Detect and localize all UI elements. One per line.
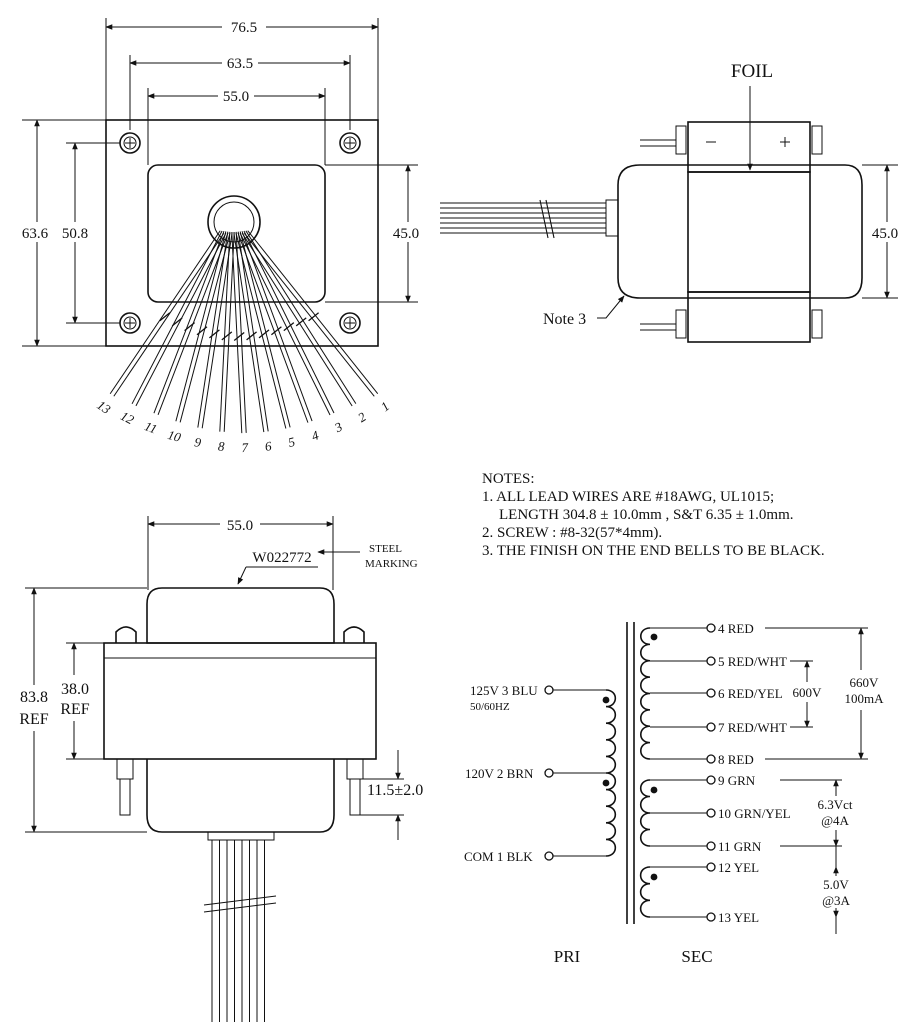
rating-600v: 600V: [793, 685, 823, 700]
lead-wire: [131, 230, 227, 407]
screw-hole-icon: [119, 312, 141, 334]
break-mark: [539, 199, 555, 239]
marking-code: W022772: [252, 550, 311, 566]
sec-tap-7: 7 RED/WHT: [718, 720, 787, 735]
rating-4a: @4A: [821, 813, 849, 828]
wire-number: 7: [241, 440, 249, 455]
notes-line3: 2. SCREW : #8-32(57*4mm).: [482, 525, 663, 541]
sec-tap-8: 8 RED: [718, 752, 754, 767]
front-view: 55.0 W022772 STEEL MARKING 83.8: [14, 515, 423, 1022]
wire-number: 2: [355, 409, 369, 425]
front-total-height-dim: 83.8: [20, 689, 48, 706]
wire-number: 9: [193, 434, 202, 450]
top-hole-height-dim: 50.8: [62, 226, 88, 242]
note3-callout: Note 3: [543, 311, 586, 328]
top-hole-spacing-dim: 63.5: [227, 56, 253, 72]
wire-number: 8: [218, 439, 226, 454]
screw-hole-icon: [339, 132, 361, 154]
notes-line4: 3. THE FINISH ON THE END BELLS TO BE BLA…: [482, 543, 825, 559]
screw-hole-icon: [339, 312, 361, 334]
lead-wire: [241, 230, 357, 407]
notes-line2: LENGTH 304.8 ± 10.0mm , S&T 6.35 ± 1.0mm…: [499, 507, 794, 523]
pri-tap-125: 125V 3 BLU: [470, 683, 538, 698]
steel-marking-line1: STEEL: [369, 543, 402, 555]
front-frame-height-ref: REF: [60, 701, 89, 718]
sec-tap-10: 10 GRN/YEL: [718, 806, 791, 821]
side-lead-wires: [440, 199, 606, 239]
sec-label: SEC: [681, 947, 712, 966]
notes-title: NOTES:: [482, 471, 535, 487]
lead-wire: [233, 231, 269, 433]
front-lead-wires: [203, 840, 277, 1022]
wire-number: 3: [331, 419, 345, 436]
lead-wire: [109, 230, 225, 397]
lead-wire: [219, 231, 235, 432]
lead-wire: [243, 230, 379, 397]
wire-number: 10: [166, 427, 183, 445]
wire-number: 4: [309, 427, 321, 443]
lead-wire: [237, 231, 313, 423]
sec-tap-6: 6 RED/YEL: [718, 686, 783, 701]
wire-number: 11: [142, 418, 159, 436]
sec-tap-5: 5 RED/WHT: [718, 654, 787, 669]
front-total-height-ref: REF: [19, 711, 48, 728]
lead-wire: [235, 231, 291, 429]
wire-number: 13: [94, 397, 114, 417]
sec-tap-13: 13 YEL: [718, 910, 759, 925]
break-mark: [203, 895, 277, 913]
pri-freq: 50/60HZ: [470, 701, 510, 713]
lead-wire: [239, 230, 335, 416]
top-height-dim: 63.6: [22, 226, 49, 242]
lead-wire: [175, 231, 231, 423]
sec-tap-4: 4 RED: [718, 621, 754, 636]
wire-number: 1: [378, 398, 392, 414]
foil-label: FOIL: [731, 61, 773, 82]
top-inner-dim: 55.0: [223, 89, 249, 105]
lead-wire: [197, 231, 233, 429]
side-height-dim: 45.0: [872, 226, 898, 242]
sec-tap-9: 9 GRN: [718, 773, 756, 788]
sec-tap-11: 11 GRN: [718, 839, 762, 854]
wire-number: 12: [118, 408, 137, 428]
rating-5v: 5.0V: [823, 877, 849, 892]
rating-3a: @3A: [822, 893, 850, 908]
lead-wire: [231, 231, 247, 434]
notes-block: NOTES: 1. ALL LEAD WIRES ARE #18AWG, UL1…: [482, 470, 882, 560]
pri-tap-com: COM 1 BLK: [464, 849, 533, 864]
steel-marking-line2: MARKING: [365, 558, 418, 570]
top-opening-dim: 45.0: [393, 226, 419, 242]
rating-6v3: 6.3Vct: [817, 797, 852, 812]
wire-number: 5: [287, 434, 297, 450]
front-stud-dim: 11.5±2.0: [367, 782, 423, 799]
front-width-dim: 55.0: [227, 518, 253, 534]
top-width-dim: 76.5: [231, 20, 257, 36]
front-frame-height-dim: 38.0: [61, 681, 89, 698]
schematic: 125V 3 BLU 50/60HZ 120V 2 BRN COM 1 BLK …: [464, 621, 886, 966]
lead-wire: [153, 231, 229, 415]
sec-taps: [650, 623, 716, 922]
sec-tap-12: 12 YEL: [718, 860, 759, 875]
screw-hole-icon: [119, 132, 141, 154]
notes-line1: 1. ALL LEAD WIRES ARE #18AWG, UL1015;: [482, 489, 775, 505]
pri-tap-120: 120V 2 BRN: [465, 766, 534, 781]
wire-number: 6: [264, 438, 273, 454]
side-view: FOIL Note 3 45.0: [440, 61, 902, 343]
rating-100ma: 100mA: [845, 691, 885, 706]
pri-label: PRI: [554, 947, 581, 966]
rating-660v: 660V: [850, 675, 880, 690]
